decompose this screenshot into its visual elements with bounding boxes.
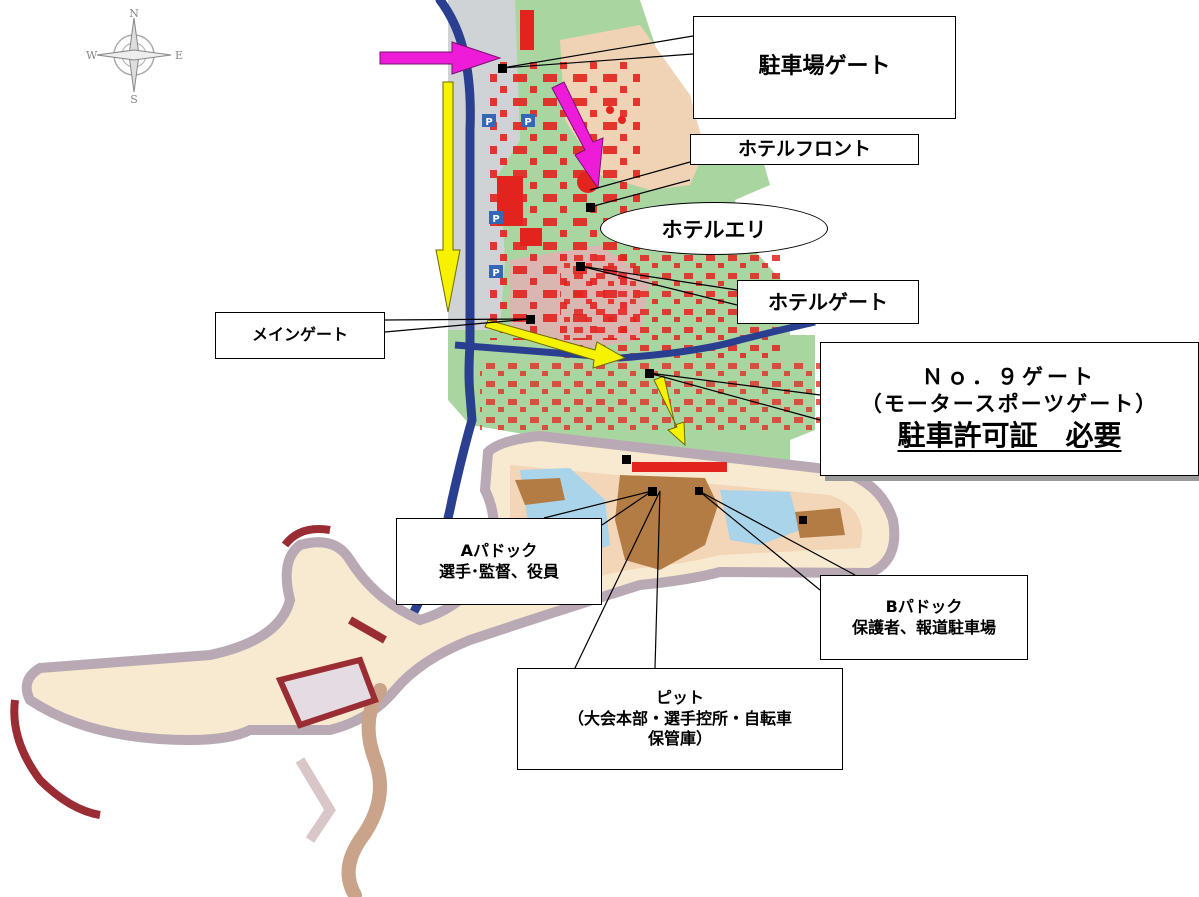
svg-text:P: P [492, 214, 499, 225]
arrow-magenta-entry [379, 41, 502, 75]
arrow-yellow-parking [435, 81, 461, 313]
svg-text:P: P [485, 117, 492, 128]
paddock-east [795, 508, 845, 538]
marker-east [799, 516, 807, 524]
label-paddock-b: Bパドック 保護者、報道駐車場 [820, 575, 1028, 660]
circuit-track-south [341, 683, 387, 897]
compass-west: W [86, 49, 98, 62]
circuit-track-south-2 [295, 757, 336, 843]
callout-lines [384, 35, 856, 669]
label-gate9: Ｎｏ．９ゲート （モータースポーツゲート） 駐車許可証 必要 [820, 342, 1199, 476]
label-hotel-area: ホテルエリ [600, 202, 828, 255]
grandstand-area [275, 656, 379, 729]
label-parking-gate: 駐車場ゲート [693, 16, 956, 119]
compass-east: E [175, 49, 183, 62]
river-branch [454, 318, 816, 362]
label-pit: ピット （大会本部・選手控所・自転車 保管庫） [517, 668, 843, 770]
compass-icon: N S E W [86, 7, 183, 106]
compass-south: S [130, 93, 138, 106]
paddock-west [515, 478, 565, 505]
label-hotel-gate: ホテルゲート [737, 280, 919, 324]
compass-north: N [129, 7, 139, 20]
track-lake-east [720, 490, 800, 545]
arrow-magenta-hotel [551, 81, 604, 190]
label-paddock-a: Aパドック 選手･監督、役員 [396, 518, 602, 605]
label-main-gate: メインゲート [215, 312, 385, 359]
pit-building [632, 462, 727, 472]
outer-wall [10, 699, 101, 819]
marker-hotel-front [586, 203, 595, 212]
label-hotel-front: ホテルフロント [690, 134, 919, 165]
arrow-yellow-gate9 [653, 375, 686, 447]
marker-paddock-a [648, 487, 657, 496]
svg-text:P: P [492, 268, 499, 279]
svg-text:P: P [524, 117, 531, 128]
arrow-yellow-maingate [484, 319, 627, 369]
marker-main-gate [526, 315, 535, 324]
parking-icons: P P P P [482, 114, 535, 279]
marker-pit [622, 455, 631, 464]
